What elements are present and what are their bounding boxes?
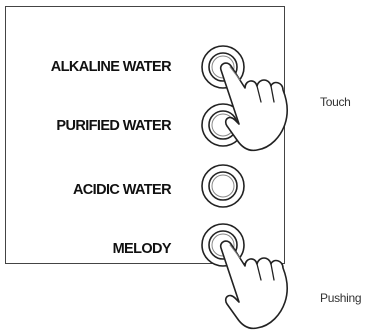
purified-water-label: PURIFIED WATER <box>56 118 171 134</box>
acidic-water-button[interactable] <box>200 163 246 209</box>
touch-annotation: Touch <box>320 95 351 109</box>
hand-pointer-icon <box>205 50 320 160</box>
hand-pointer-icon <box>205 228 320 334</box>
melody-label: MELODY <box>113 241 171 257</box>
alkaline-water-label: ALKALINE WATER <box>51 59 171 75</box>
pushing-annotation: Pushing <box>320 291 361 305</box>
acidic-water-label: ACIDIC WATER <box>73 182 171 198</box>
